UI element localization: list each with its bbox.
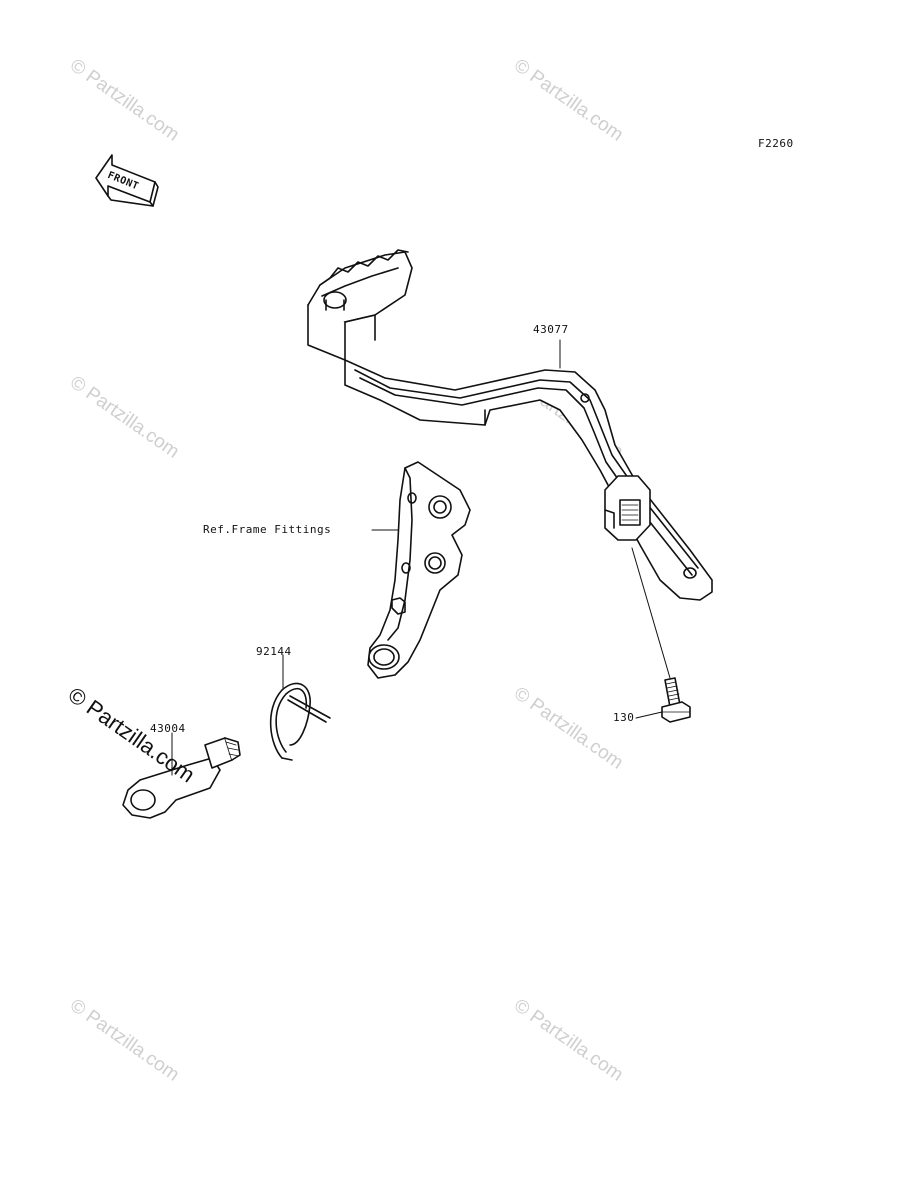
part-label-92144: 92144 — [256, 645, 292, 658]
spring-part — [269, 682, 331, 761]
leader-130 — [635, 711, 663, 719]
diagram-code: F2260 — [758, 137, 794, 150]
bolt-part — [661, 677, 691, 723]
front-arrow-icon — [95, 154, 159, 207]
leader-bolt-axis — [631, 547, 671, 679]
frame-fitting-part — [367, 461, 471, 679]
part-label-frame-fittings: Ref.Frame Fittings — [203, 523, 332, 536]
part-label-43077: 43077 — [533, 323, 569, 336]
brake-pedal-part — [307, 249, 713, 601]
part-label-43004: 43004 — [150, 722, 186, 735]
part-label-130: 130 — [613, 711, 635, 724]
shaft-part — [122, 737, 241, 819]
